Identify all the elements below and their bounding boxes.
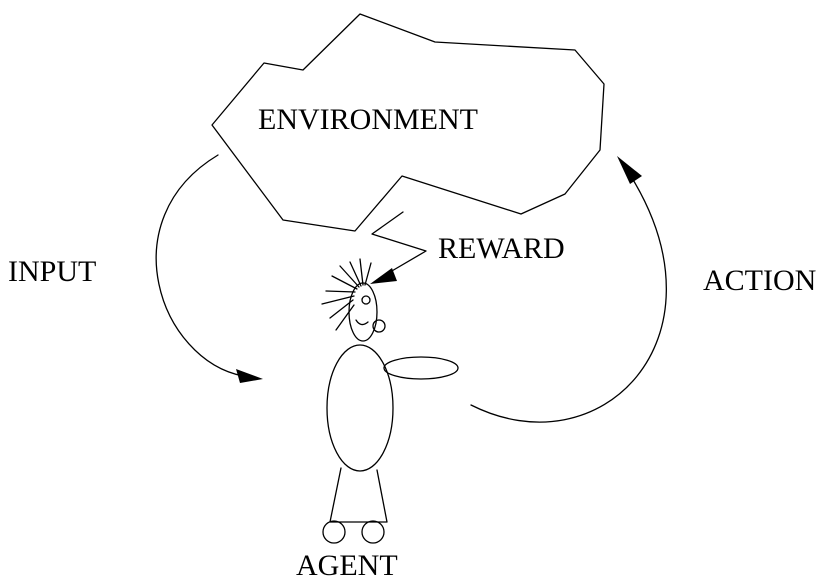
reward-label: REWARD xyxy=(438,232,565,265)
action-arrow-curve xyxy=(470,177,667,423)
input-arrow-curve xyxy=(155,154,244,377)
environment-label: ENVIRONMENT xyxy=(258,103,478,136)
agent-right-foot xyxy=(361,520,385,544)
action-label: ACTION xyxy=(703,264,816,297)
agent-tray xyxy=(383,356,459,380)
agent-nose xyxy=(372,319,386,333)
reward-arrow xyxy=(370,211,427,284)
agent-head xyxy=(348,282,378,342)
agent-label: AGENT xyxy=(296,549,398,582)
agent-left-foot xyxy=(322,520,346,544)
environment-cloud-outline xyxy=(211,13,605,232)
input-arrow-head xyxy=(236,369,263,383)
agent-figure xyxy=(321,258,459,544)
input-label: INPUT xyxy=(8,255,96,288)
agent-body xyxy=(326,344,394,472)
reward-arrow-head xyxy=(370,268,397,284)
agent-hair xyxy=(321,258,372,331)
environment-cloud: ENVIRONMENT xyxy=(211,13,605,232)
action-arrow xyxy=(470,156,667,423)
action-arrow-head xyxy=(617,156,642,184)
agent-legs xyxy=(329,467,388,523)
reward-arrow-zigzag xyxy=(371,211,427,276)
agent-mouth xyxy=(355,319,369,326)
input-arrow xyxy=(155,154,263,383)
agent-eye xyxy=(361,295,371,305)
